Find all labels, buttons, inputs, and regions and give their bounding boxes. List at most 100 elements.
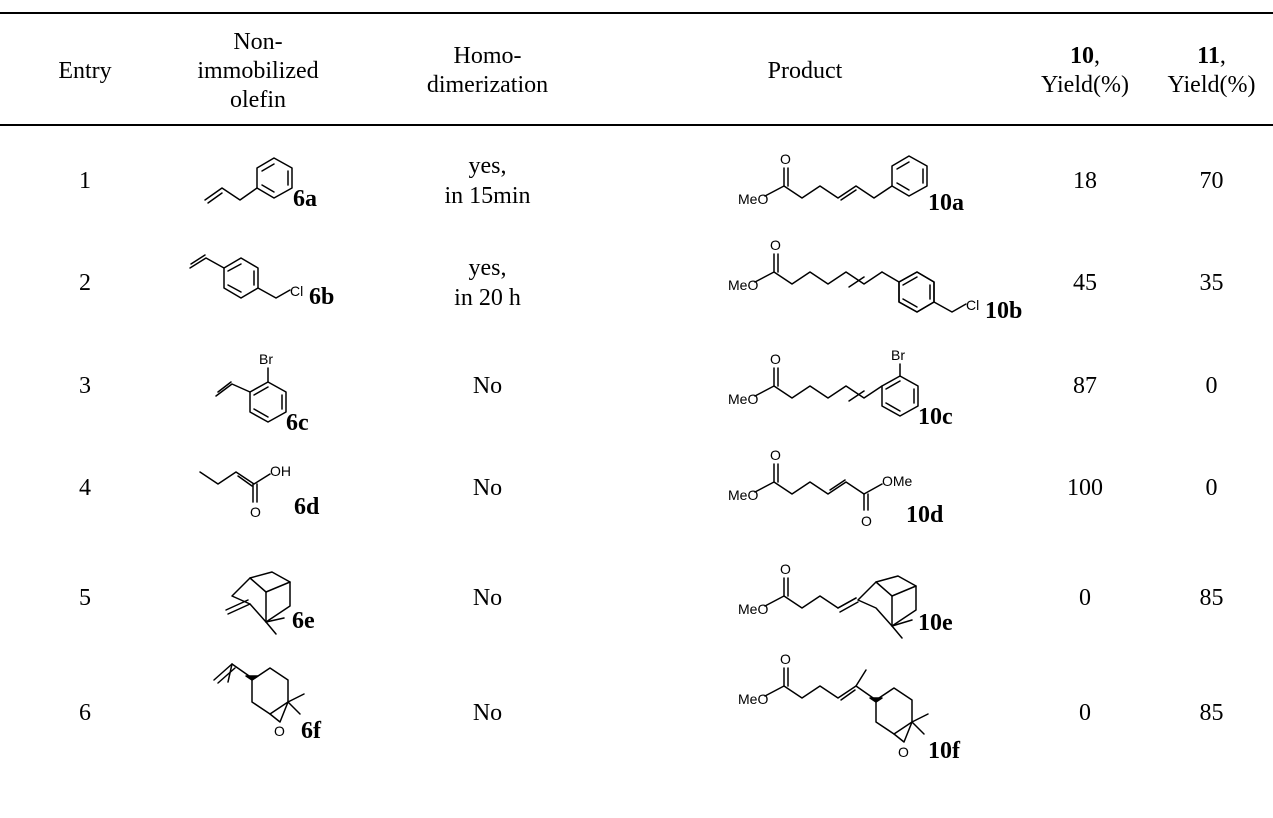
yield-10-cell: 18 xyxy=(1020,140,1150,222)
yield-10-cell: 45 xyxy=(1020,242,1150,324)
structure-10f: MeO O O 10f xyxy=(738,651,961,764)
atom-o: O xyxy=(780,651,791,667)
atom-o: O xyxy=(770,351,781,367)
atom-cl: Cl xyxy=(290,283,303,299)
table-row: 6 xyxy=(30,672,140,754)
yield-11-cell: 35 xyxy=(1150,242,1273,324)
homo-line1: No xyxy=(472,475,503,501)
row-entry: 1 xyxy=(79,168,91,194)
structure-6d: OH O 6d xyxy=(199,463,320,520)
table-row: 2 xyxy=(30,242,140,324)
atom-br: Br xyxy=(891,347,905,363)
yield-10-value: 45 xyxy=(1073,270,1097,296)
compound-label-10b: 10b xyxy=(985,298,1022,324)
structure-6e: 6e xyxy=(225,571,315,635)
atom-cl: Cl xyxy=(966,297,979,313)
atom-o: O xyxy=(780,151,791,167)
compound-label-10f: 10f xyxy=(928,738,961,764)
header-yield-10: 10, Yield(%) xyxy=(1020,18,1150,124)
compound-label-10c: 10c xyxy=(918,404,953,430)
compound-label-6f: 6f xyxy=(301,718,322,744)
atom-o: O xyxy=(250,504,261,520)
atom-meo: MeO xyxy=(728,277,758,293)
homodimerization-cell: yes, in 20 h xyxy=(380,242,595,324)
yield-10-cell: 87 xyxy=(1020,345,1150,427)
row-entry: 2 xyxy=(79,270,91,296)
structure-10b: MeO O Cl 10b xyxy=(728,237,1022,324)
structure-10a: MeO O 10a xyxy=(738,151,964,216)
header-yield-11-line2: Yield(%) xyxy=(1167,72,1256,98)
atom-o: O xyxy=(770,237,781,253)
compound-label-6b: 6b xyxy=(309,284,334,310)
atom-meo: MeO xyxy=(728,391,758,407)
homo-line2: in 20 h xyxy=(454,285,521,311)
homodimerization-cell: No xyxy=(380,557,595,639)
atom-ome: OMe xyxy=(882,473,913,489)
structure-10d: MeO O OMe O 10d xyxy=(728,447,944,529)
atom-meo: MeO xyxy=(728,487,758,503)
compound-label-10e: 10e xyxy=(918,610,953,636)
header-yield-10-line2: Yield(%) xyxy=(1041,72,1129,98)
compound-label-6d: 6d xyxy=(294,494,320,520)
header-entry: Entry xyxy=(30,18,140,124)
yield-11-value: 35 xyxy=(1199,270,1224,296)
atom-o: O xyxy=(274,723,285,739)
header-olefin-line3: olefin xyxy=(230,86,286,113)
atom-o: O xyxy=(898,744,909,760)
table-row: 5 xyxy=(30,557,140,639)
yield-11-cell: 85 xyxy=(1150,557,1273,639)
atom-oh: OH xyxy=(270,463,291,479)
atom-o: O xyxy=(770,447,781,463)
homodimerization-cell: yes,in 15min xyxy=(380,140,595,222)
table-row: 3 xyxy=(30,345,140,427)
structure-6b: Cl 6b xyxy=(189,254,334,310)
yield-10-value: 87 xyxy=(1073,373,1097,399)
header-yield-10-comma: , xyxy=(1094,43,1100,69)
header-product: Product xyxy=(600,18,1010,124)
yield-10-value: 0 xyxy=(1079,700,1091,726)
structure-6f: O 6f xyxy=(213,663,322,744)
header-homodimerization: Homo- dimerization xyxy=(380,18,595,124)
table-header-rule xyxy=(0,124,1273,126)
atom-o: O xyxy=(861,513,872,529)
yield-11-value: 70 xyxy=(1199,168,1224,194)
homo-line1: yes, xyxy=(468,255,507,281)
table-row: 1 xyxy=(30,140,140,222)
atom-br: Br xyxy=(259,351,273,367)
homo-line1: No xyxy=(472,585,503,611)
structure-6a: 6a xyxy=(204,157,317,212)
header-olefin: Non- immobilized olefin xyxy=(142,18,374,124)
atom-meo: MeO xyxy=(738,691,768,707)
atom-meo: MeO xyxy=(738,601,768,617)
atom-o: O xyxy=(780,561,791,577)
table-top-rule xyxy=(0,12,1273,14)
yield-11-value: 85 xyxy=(1199,700,1224,726)
yield-10-value: 100 xyxy=(1067,475,1103,501)
row-entry: 4 xyxy=(79,475,91,501)
yield-11-value: 85 xyxy=(1199,585,1224,611)
yield-10-cell: 0 xyxy=(1020,557,1150,639)
yield-11-value: 0 xyxy=(1205,373,1218,399)
header-product-text: Product xyxy=(767,57,843,84)
header-yield-11-line1: 11, xyxy=(1197,42,1226,71)
homodimerization-cell: No xyxy=(380,345,595,427)
header-yield-11-compound: 11 xyxy=(1197,43,1220,69)
header-olefin-line1: Non- xyxy=(233,28,283,55)
row-entry: 3 xyxy=(79,373,91,399)
atom-meo: MeO xyxy=(738,191,768,207)
homo-line1: No xyxy=(472,700,503,726)
homodimerization-cell: No xyxy=(380,447,595,529)
yield-11-cell: 0 xyxy=(1150,345,1273,427)
structure-10e: MeO O 10e xyxy=(738,561,953,639)
homodimerization-cell: No xyxy=(380,672,595,754)
row-entry: 5 xyxy=(79,585,91,611)
yield-10-value: 0 xyxy=(1079,585,1091,611)
yield-11-cell: 70 xyxy=(1150,140,1273,222)
yield-10-cell: 100 xyxy=(1020,447,1150,529)
compound-label-10a: 10a xyxy=(928,190,964,216)
compound-label-6a: 6a xyxy=(293,186,317,212)
row-entry: 6 xyxy=(79,700,91,726)
compound-label-10d: 10d xyxy=(906,502,944,528)
yield-10-value: 18 xyxy=(1073,168,1097,194)
